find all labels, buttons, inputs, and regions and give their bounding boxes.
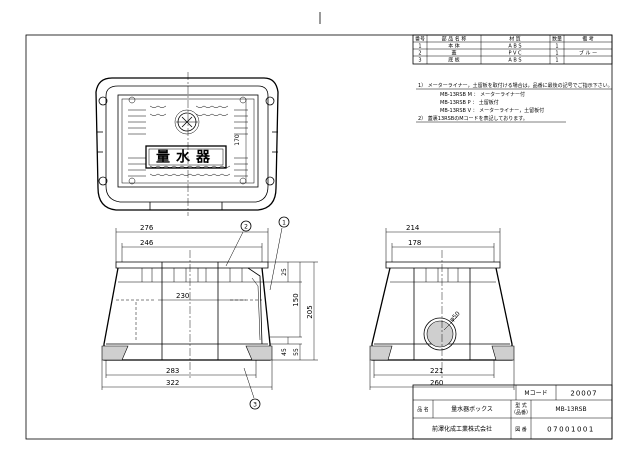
balloon-3: 3	[253, 402, 257, 409]
parts-row-3-no: 3	[418, 58, 421, 64]
dim-246: 246	[140, 239, 154, 247]
parts-row-2-material: P V C	[508, 51, 522, 57]
dim-276: 276	[140, 224, 154, 232]
model-label-2: （品番）	[511, 409, 531, 416]
lid-label: 量水器	[156, 149, 216, 166]
mcode-label: Mコード	[524, 390, 547, 397]
parts-row-1-no: 1	[418, 44, 421, 50]
dim-283: 283	[166, 367, 179, 375]
top-view-outer-frame	[95, 77, 279, 211]
front-body-outline	[103, 267, 271, 361]
parts-header-qty: 数量	[552, 36, 562, 43]
dim-150: 150	[292, 293, 300, 306]
balloon-1: 1	[282, 220, 286, 227]
parts-header-material: 材 質	[509, 36, 521, 43]
parts-row-2-name: 蓋	[451, 50, 456, 57]
title-block: Mコード 20007 品 名 量水器ボックス 型 式 （品番） MB-13RSB…	[412, 384, 613, 440]
company-name: 前澤化成工業株式会社	[432, 425, 492, 433]
parts-row-2-note: ブ ル ー	[579, 50, 597, 57]
dim-45: 45	[281, 348, 288, 356]
parts-row-3-qty: 1	[555, 58, 558, 64]
dim-230: 230	[176, 292, 189, 300]
dim-178: 178	[408, 239, 421, 247]
parts-row-1-name: 本 体	[448, 43, 460, 50]
parts-header-no: 番号	[415, 36, 425, 43]
parts-row-1-qty: 1	[555, 44, 558, 50]
drawing-no-label: 図 番	[515, 426, 527, 433]
parts-header-note: 備 考	[582, 36, 594, 43]
dim-221: 221	[430, 367, 443, 375]
parts-row-2-qty: 1	[555, 51, 558, 57]
note-line-5: 2） 蓋裏13RSBのMコードを表記しております。	[418, 115, 528, 122]
note-line-2: MB-13RSB M ： メーターライナー付	[440, 91, 525, 98]
model-value: MB-13RSB	[555, 406, 586, 413]
dim-322: 322	[166, 379, 179, 387]
dim-170: 170	[234, 134, 241, 146]
parts-table: 番号 部 品 名 称 材 質 数量 備 考 1 本 体 A B S 1 2 蓋 …	[412, 34, 613, 65]
dim-phi-50: φ50	[448, 310, 461, 323]
dim-55: 55	[293, 348, 300, 356]
notes: 1） メーターライナー，土留板を取付ける場合は，品番に最後の記号でご指示下さい。…	[416, 82, 613, 123]
note-line-4: MB-13RSB V ： メーターライナー，土留板付	[440, 107, 544, 114]
name-label: 品 名	[417, 406, 429, 413]
dim-260: 260	[430, 379, 443, 387]
note-line-1: 1） メーターライナー，土留板を取付ける場合は，品番に最後の記号でご指示下さい。	[418, 82, 613, 89]
dim-205: 205	[306, 305, 314, 318]
drawing-border	[25, 34, 613, 440]
dim-25: 25	[281, 268, 288, 276]
top-view: 量水器 170	[95, 72, 279, 216]
balloon-2: 2	[244, 224, 248, 231]
note-line-3: MB-13RSB P ： 土留板付	[440, 99, 499, 106]
parts-header-name: 部 品 名 称	[442, 36, 467, 43]
parts-row-3-name: 底 板	[448, 57, 460, 64]
parts-row-1-material: A B S	[508, 44, 521, 50]
lid-pattern	[128, 105, 248, 177]
name-value: 量水器ボックス	[451, 405, 493, 413]
front-view: 276 246 230 283 322 25 150 205 45 55	[101, 216, 318, 410]
dim-214: 214	[406, 224, 420, 232]
mcode-value: 20007	[570, 390, 597, 398]
parts-row-2-no: 2	[418, 51, 421, 57]
model-label-1: 型 式	[515, 402, 527, 409]
drawing-no-value: 07001001	[547, 426, 595, 434]
pipe-opening	[423, 317, 457, 351]
parts-row-3-material: A B S	[508, 58, 521, 64]
side-view: φ50 214 178 221 260	[369, 224, 515, 390]
